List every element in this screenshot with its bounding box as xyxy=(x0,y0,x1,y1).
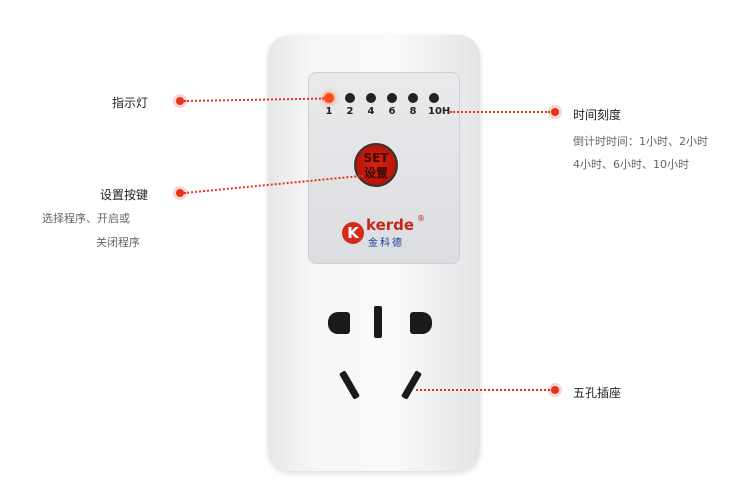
led-label: 6 xyxy=(388,106,396,117)
led-label: 4 xyxy=(367,106,375,117)
led-label: 1 xyxy=(325,106,333,117)
callout-set-desc: 关闭程序 xyxy=(96,236,140,249)
indicator-led-2 xyxy=(345,93,355,103)
callout-dot xyxy=(551,386,559,394)
socket-slot-right xyxy=(410,312,432,334)
callout-line xyxy=(416,389,550,391)
callout-line xyxy=(450,111,550,113)
logo-brand: kerde xyxy=(366,216,415,234)
callout-dot xyxy=(176,189,184,197)
logo-brand-cn: 金科德 xyxy=(368,238,404,249)
led-label: 10H xyxy=(428,106,451,117)
registered-mark: ® xyxy=(417,214,425,223)
callout-dot xyxy=(551,108,559,116)
callout-time-desc: 4小时、6小时、10小时 xyxy=(573,158,689,171)
socket-slot-middle xyxy=(374,306,382,338)
set-label-cn: 设置 xyxy=(363,166,388,180)
callout-indicator-title: 指示灯 xyxy=(112,96,149,110)
socket-slot-left xyxy=(328,312,350,334)
callout-set-title: 设置按键 xyxy=(100,188,149,202)
indicator-led-10h xyxy=(429,93,439,103)
indicator-led-4 xyxy=(366,93,376,103)
led-label: 2 xyxy=(346,106,354,117)
callout-socket-title: 五孔插座 xyxy=(573,386,622,400)
set-label: SET xyxy=(363,151,389,165)
led-label: 8 xyxy=(409,106,417,117)
indicator-led-8 xyxy=(408,93,418,103)
callout-set-desc: 选择程序、开启或 xyxy=(42,212,130,225)
indicator-led-6 xyxy=(387,93,397,103)
logo-mark-icon: K xyxy=(342,222,364,244)
callout-time-title: 时间刻度 xyxy=(573,108,622,122)
callout-dot xyxy=(176,97,184,105)
callout-time-desc: 倒计时时间：1小时、2小时 xyxy=(573,135,708,148)
indicator-led-1 xyxy=(324,93,334,103)
